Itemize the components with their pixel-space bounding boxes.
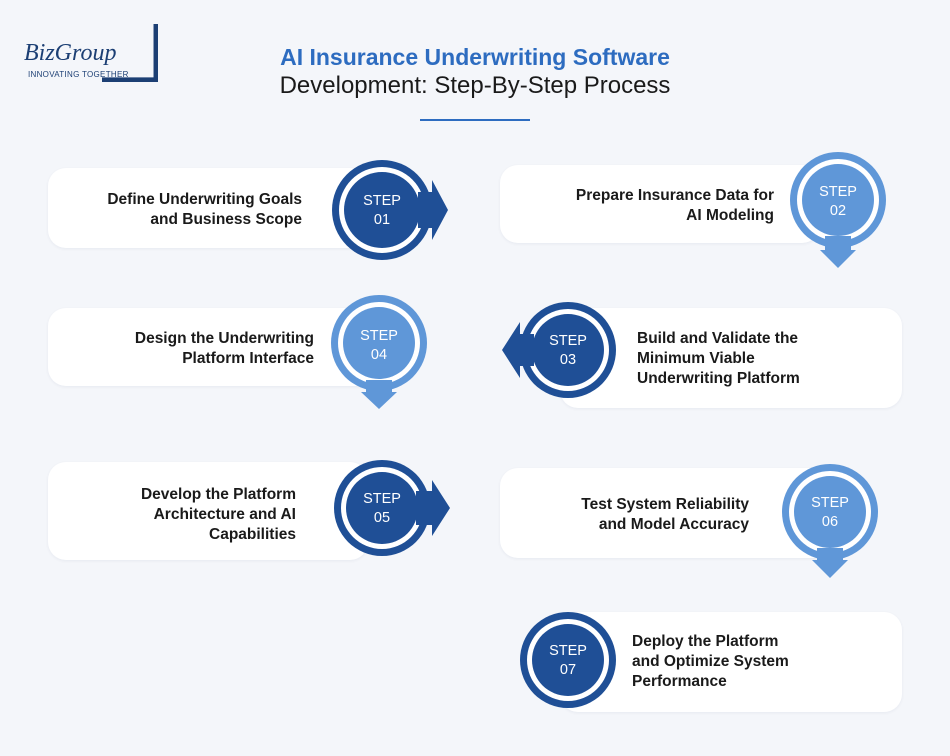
- step-06-number: 06: [821, 514, 839, 530]
- step-02-badge-text: STEP 02: [808, 183, 868, 221]
- step-05-arrow-right: [416, 480, 450, 536]
- step-01-label: Define Underwriting Goals and Business S…: [60, 190, 302, 230]
- page-title-line1: AI Insurance Underwriting Software: [280, 44, 670, 70]
- step-07-label-line: Deploy the Platform: [632, 633, 779, 650]
- step-04-card: [48, 308, 378, 386]
- step-01-card: [48, 168, 368, 248]
- step-04-number: 04: [370, 347, 388, 363]
- step-03-label-line: Minimum Viable: [637, 350, 755, 367]
- step-03-word: STEP: [549, 333, 587, 349]
- step-01-label-line: and Business Scope: [150, 211, 302, 228]
- step-03-number: 03: [559, 352, 577, 368]
- step-06-word: STEP: [811, 495, 849, 511]
- step-05-label-line: Develop the Platform: [140, 486, 296, 503]
- step-04-label-line: Design the Underwriting: [134, 330, 314, 347]
- step-05-number: 05: [373, 510, 391, 526]
- step-05-card: [48, 462, 368, 560]
- step-05-label: Develop the Platform Architecture and AI…: [60, 485, 296, 545]
- step-01-arrow-right: [418, 180, 448, 240]
- step-07-label-line: Performance: [632, 673, 727, 690]
- step-01-label-line: Define Underwriting Goals: [107, 191, 302, 208]
- step-03-label-line: Build and Validate the: [637, 330, 799, 347]
- title-underline: [420, 119, 530, 121]
- page-title-line2: Development: Step-By-Step Process: [279, 72, 671, 99]
- step-01-badge-text: STEP 01: [352, 192, 412, 230]
- step-06-label-line: and Model Accuracy: [598, 516, 749, 533]
- step-07-number: 07: [559, 662, 577, 678]
- step-04-label: Design the Underwriting Platform Interfa…: [60, 329, 314, 369]
- step-01-number: 01: [373, 212, 391, 228]
- step-03-arrow-left: [502, 322, 534, 378]
- step-06-badge-text: STEP 06: [800, 494, 860, 532]
- step-02-word: STEP: [819, 184, 857, 200]
- step-06-label: Test System Reliability and Model Accura…: [520, 495, 749, 535]
- step-03-label-line: Underwriting Platform: [637, 370, 800, 387]
- step-05-badge-text: STEP 05: [352, 490, 412, 528]
- step-03-label: Build and Validate the Minimum Viable Un…: [637, 329, 887, 389]
- step-02-label: Prepare Insurance Data for AI Modeling: [520, 186, 774, 226]
- logo-name: BizGroup: [24, 40, 117, 66]
- step-07-badge-text: STEP 07: [538, 642, 598, 680]
- step-03-card: [560, 308, 902, 408]
- logo-tagline: INNOVATING TOGETHER: [28, 70, 129, 79]
- step-07-word: STEP: [549, 643, 587, 659]
- step-04-badge-text: STEP 04: [349, 327, 409, 365]
- bizgroup-logo: BizGroup INNOVATING TOGETHER: [22, 24, 162, 84]
- step-04-word: STEP: [360, 328, 398, 344]
- step-07-card: [560, 612, 902, 712]
- step-04-label-line: Platform Interface: [182, 350, 314, 367]
- step-05-word: STEP: [363, 491, 401, 507]
- step-05-label-line: Architecture and AI: [153, 506, 296, 523]
- step-02-label-line: Prepare Insurance Data for: [575, 187, 774, 204]
- step-01-word: STEP: [363, 193, 401, 209]
- step-02-card: [500, 165, 820, 243]
- step-03-badge-text: STEP 03: [538, 332, 598, 370]
- step-07-label-line: and Optimize System: [632, 653, 789, 670]
- step-02-label-line: AI Modeling: [686, 207, 774, 224]
- step-02-number: 02: [829, 203, 847, 219]
- step-06-card: [500, 468, 830, 558]
- step-07-label: Deploy the Platform and Optimize System …: [632, 632, 882, 692]
- step-05-label-line: Capabilities: [209, 526, 296, 543]
- step-06-label-line: Test System Reliability: [581, 496, 749, 513]
- step-02-arrow-down: [820, 236, 856, 268]
